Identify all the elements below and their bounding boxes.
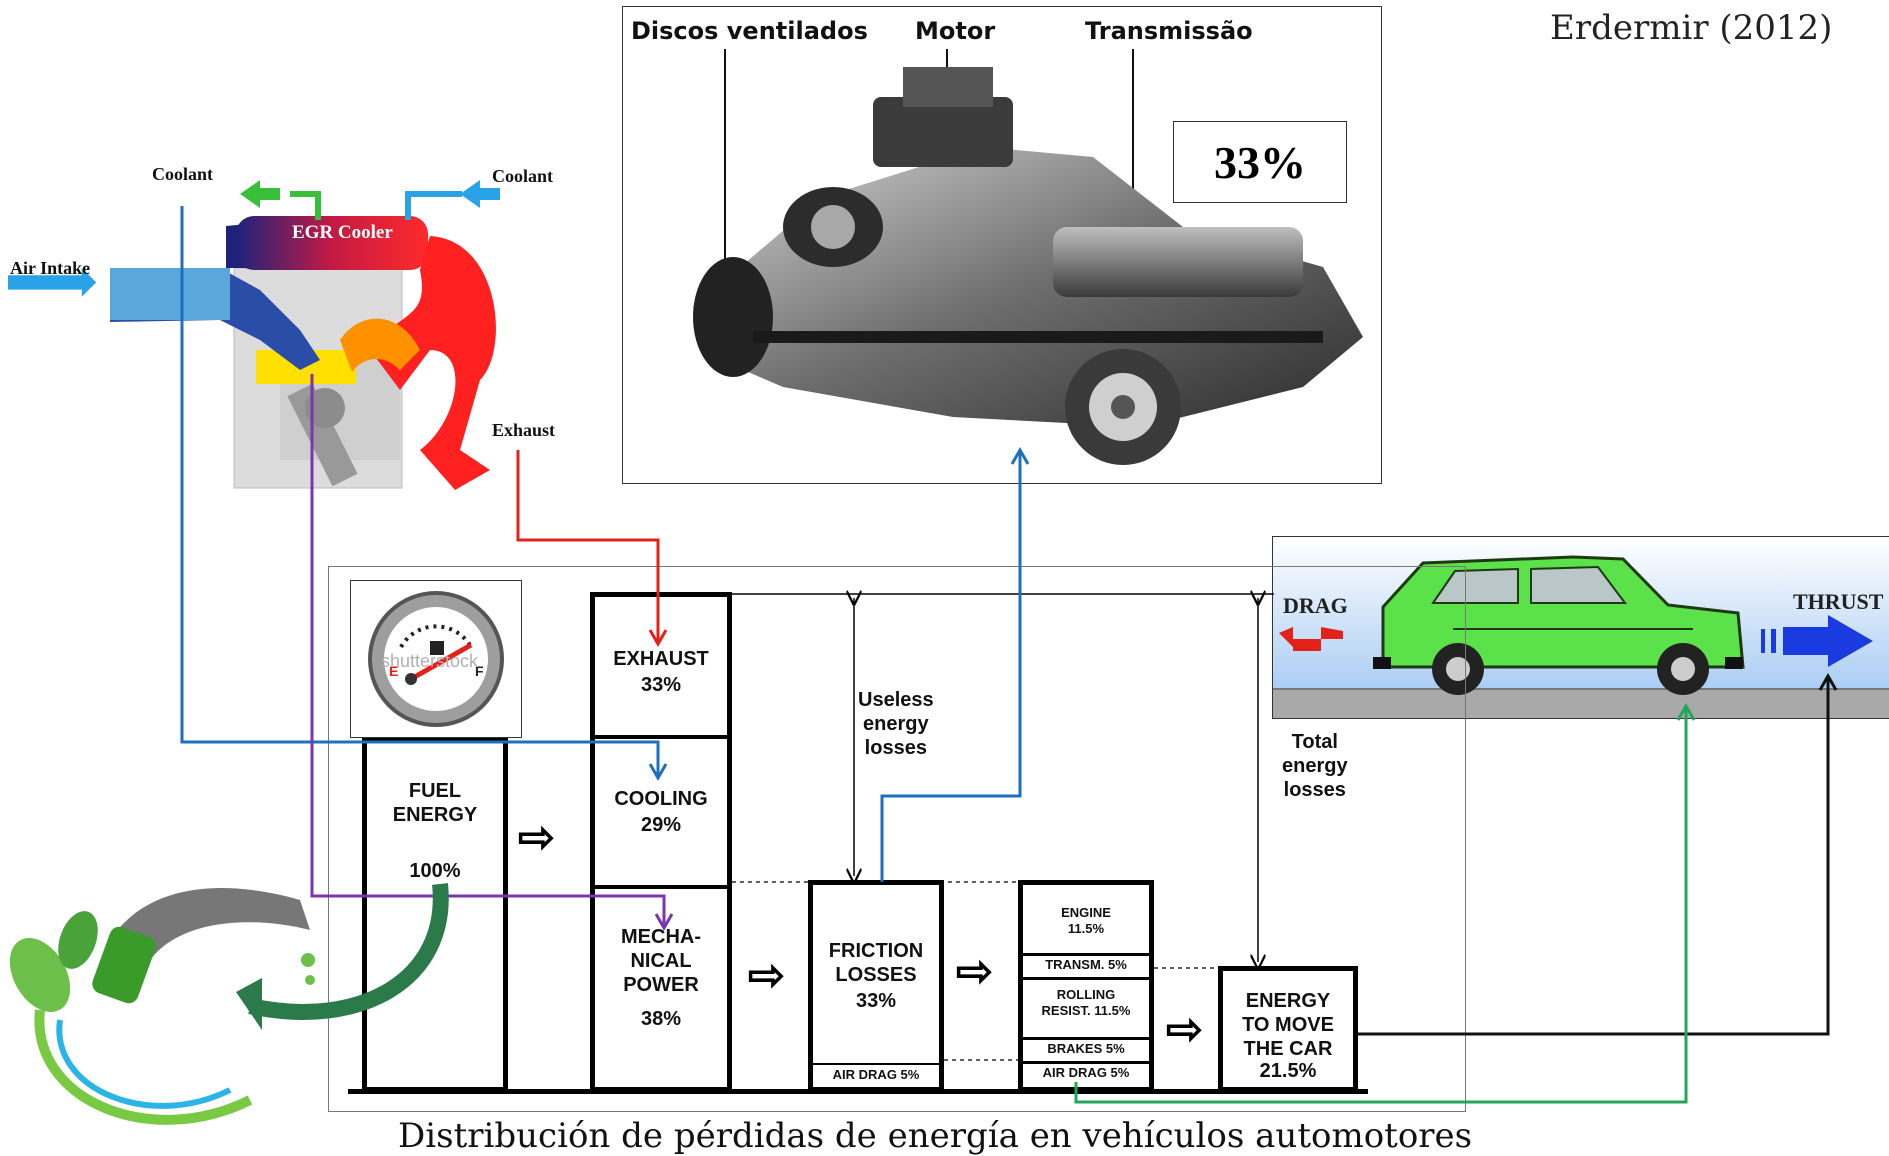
flow-arrow-1: ⇨ xyxy=(518,813,555,862)
coolant-out-label: Coolant xyxy=(152,164,214,184)
cooling-value: 29% xyxy=(640,814,682,836)
energy-to-move-box: ENERGY TO MOVE THE CAR 21.5% xyxy=(1218,966,1358,1092)
exhaust-label: Exhaust xyxy=(492,420,556,440)
transm-loss: TRANSM. 5% xyxy=(1045,957,1127,972)
fuel-energy-title: FUEL ENERGY xyxy=(392,780,478,826)
rolling-loss: ROLLING RESIST. 11.5% xyxy=(1041,987,1131,1018)
gauge-full: F xyxy=(475,663,484,679)
egr-illustration: Coolant Coolant EGR Cooler Air Intake Ex… xyxy=(0,150,560,510)
label-discos: Discos ventilados xyxy=(631,17,868,45)
flow-arrow-4: ⇨ xyxy=(1166,1005,1203,1054)
cooling-title: COOLING xyxy=(614,788,708,810)
thrust-label: THRUST xyxy=(1793,589,1884,614)
label-transmissao: Transmissão xyxy=(1085,17,1253,45)
source-citation: Erdermir (2012) xyxy=(1550,8,1833,48)
energy-flow-frame xyxy=(328,566,1466,1112)
loss-stack-box: EXHAUST 33% COOLING 29% MECHA- NICAL POW… xyxy=(590,592,732,1092)
engine-percentage-box: 33% xyxy=(1173,121,1347,203)
gauge-empty: E xyxy=(389,663,399,679)
coolant-in-label: Coolant xyxy=(492,166,554,186)
fuel-energy-value: 100% xyxy=(409,860,461,882)
engine-photo-panel: Discos ventilados Motor Transmissão 33% xyxy=(622,6,1382,484)
exhaust-value: 33% xyxy=(640,674,682,696)
total-losses-label: Total energy losses xyxy=(1282,731,1348,801)
engine-drivetrain-illustration xyxy=(693,49,1363,465)
move-value: 21.5% xyxy=(1259,1060,1317,1082)
fuel-gauge: E F shutterstock xyxy=(350,580,522,738)
drag-label: DRAG xyxy=(1283,593,1348,618)
friction-value: 33% xyxy=(855,990,897,1012)
air-intake-label: Air Intake xyxy=(10,258,91,278)
mechanical-title: MECHA- NICAL POWER xyxy=(621,926,701,996)
friction-title: FRICTION LOSSES xyxy=(828,940,924,986)
friction-breakdown-box: ENGINE 11.5% TRANSM. 5% ROLLING RESIST. … xyxy=(1018,880,1154,1092)
green-fuel-logo xyxy=(9,883,449,1125)
label-motor: Motor xyxy=(915,17,996,45)
move-title: ENERGY TO MOVE THE CAR xyxy=(1242,990,1334,1060)
car-illustration xyxy=(1279,555,1873,695)
air-drag-2: AIR DRAG 5% xyxy=(1042,1065,1130,1080)
egr-cooler-label: EGR Cooler xyxy=(292,222,393,243)
engine-loss: ENGINE 11.5% xyxy=(1061,905,1111,936)
road xyxy=(1273,688,1889,718)
mechanical-value: 38% xyxy=(640,1008,682,1030)
air-drag-1: AIR DRAG 5% xyxy=(832,1067,920,1082)
car-panel: DRAG THRUST xyxy=(1272,536,1889,719)
useless-losses-label: Useless energy losses xyxy=(858,689,934,759)
brakes-loss: BRAKES 5% xyxy=(1047,1041,1125,1056)
flow-arrow-3: ⇨ xyxy=(956,947,993,996)
flow-arrow-2: ⇨ xyxy=(748,951,785,1000)
gauge-watermark: shutterstock xyxy=(381,651,479,671)
exhaust-title: EXHAUST xyxy=(613,648,709,670)
